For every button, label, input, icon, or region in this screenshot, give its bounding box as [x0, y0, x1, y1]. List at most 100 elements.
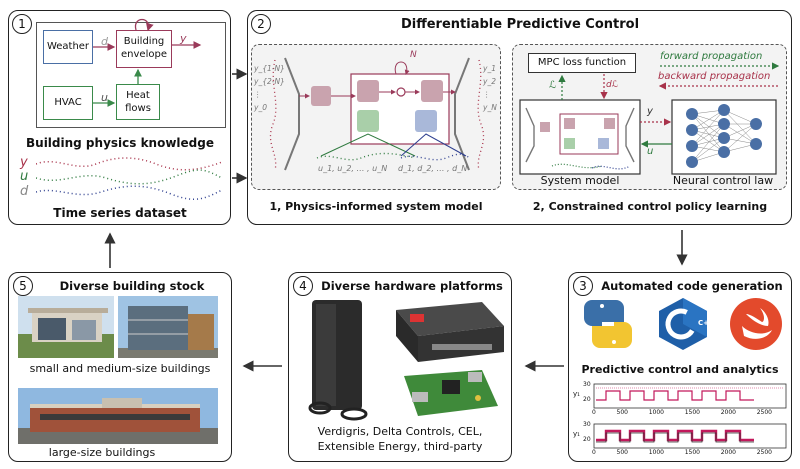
output-wave — [477, 59, 485, 171]
plot2-xticks: 0 500 1000 1500 2000 2500 — [592, 449, 772, 456]
dataset-title: Time series dataset — [53, 206, 187, 220]
swift-logo-icon — [730, 298, 782, 350]
legend-u: u — [20, 169, 29, 184]
envelope-self-loop — [134, 18, 154, 32]
system-model-caption: System model — [540, 174, 620, 187]
u-sequence-label: u_1, u_2, … , u_N — [318, 164, 388, 173]
plot-1 — [593, 383, 787, 409]
weather-box: Weather — [43, 30, 93, 64]
cpp-label: C++ — [698, 319, 715, 327]
subtitle-system-model: 1, Physics-informed system model — [269, 200, 483, 213]
panel3-number-badge: 3 — [573, 276, 593, 296]
physics-title: Building physics knowledge — [26, 136, 214, 150]
wave-u — [36, 169, 222, 185]
plot1-xtick: 2000 — [720, 409, 736, 416]
panel1-number-badge: 1 — [12, 14, 32, 34]
mini-fy — [540, 122, 550, 132]
neural-law-caption: Neural control law — [672, 174, 774, 187]
hardware-title: Diverse hardware platforms — [321, 279, 503, 293]
mini-fu — [564, 138, 575, 149]
arrow-5-to-1 — [104, 232, 116, 268]
neural-network-icon — [686, 104, 762, 168]
hardware-caption-2: Extensible Energy, third-party — [317, 440, 483, 453]
wave-y — [36, 157, 222, 171]
controller-device-image — [396, 302, 504, 362]
building-photos — [18, 296, 218, 444]
hardware-images — [308, 300, 504, 421]
system-model-area — [251, 44, 501, 190]
fu-block — [357, 110, 379, 132]
y-symbol: y — [647, 106, 653, 117]
fout-block — [421, 80, 443, 102]
input-wave — [269, 59, 277, 171]
plot2-xtick: 1000 — [648, 449, 664, 456]
fd-block — [415, 110, 437, 132]
plot1-xtick: 1000 — [648, 409, 664, 416]
panel2-number-badge: 2 — [251, 14, 271, 34]
plot1-xtick: 2500 — [756, 409, 772, 416]
loop-feedback — [394, 61, 410, 75]
plot2-xtick: 0 — [592, 449, 596, 456]
small-building-photo — [18, 296, 114, 358]
sum-node — [396, 87, 406, 97]
large-building-photo — [18, 388, 218, 444]
codegen-title: Automated code generation — [601, 279, 783, 293]
plot2-ytick-top: 30 — [583, 421, 591, 428]
heat-flows-box: Heat flows — [116, 84, 160, 120]
mini-encoder — [525, 107, 535, 163]
plot1-xtick: 0 — [592, 409, 596, 416]
panel4-number-badge: 4 — [293, 276, 313, 296]
arrows-1-to-2 — [232, 68, 248, 184]
building-envelope-label-2: envelope — [121, 49, 167, 60]
mini-d-wave — [591, 165, 631, 170]
output-labels: y_1 y_2 ⋮ y_N — [483, 62, 497, 114]
raspberry-pi-image — [404, 370, 498, 416]
plot1-ylabel: y₁ — [573, 390, 580, 398]
d-sequence-wave — [400, 153, 472, 161]
mini-fd — [598, 138, 609, 149]
backward-label: backward propagation — [658, 71, 771, 82]
analytics-title: Predictive control and analytics — [581, 363, 779, 376]
legend-d: d — [20, 184, 29, 199]
mini-decoder — [625, 107, 635, 163]
fx-block — [357, 80, 379, 102]
hvac-box: HVAC — [43, 86, 93, 120]
plot1-ytick-bottom: 20 — [583, 396, 591, 403]
building-envelope-box: Building envelope — [116, 30, 172, 68]
encoder-shape — [284, 57, 300, 171]
input-label-0: y_{1-N} — [254, 64, 285, 73]
d-fan — [400, 133, 467, 157]
mpc-loss-box: MPC loss function — [528, 53, 636, 73]
forward-label: forward propagation — [660, 51, 763, 62]
plot1-xtick: 500 — [616, 409, 628, 416]
python-logo-icon — [584, 300, 632, 348]
plot2-ytick-bottom: 20 — [583, 436, 591, 443]
panel5-number-badge: 5 — [13, 276, 33, 296]
hardware-caption-1: Verdigris, Delta Controls, CEL, — [317, 425, 483, 438]
plot1-xticks: 0 500 1000 1500 2000 2500 — [592, 409, 772, 416]
legend-y: y — [20, 155, 28, 170]
gateway-device-image — [308, 300, 368, 421]
arrow-3-to-4 — [524, 360, 564, 372]
plot2-xtick: 2500 — [756, 449, 772, 456]
heat-flows-label-1: Heat — [126, 90, 150, 101]
plot-2 — [593, 423, 787, 449]
policy-diagram — [519, 62, 780, 175]
output-label-1: y_2 — [483, 77, 496, 86]
symbol-d: d — [101, 35, 108, 48]
decoder-shape — [454, 57, 470, 171]
building-stock-title: Diverse building stock — [59, 279, 205, 293]
output-label-3: y_N — [483, 103, 497, 112]
mini-fx — [564, 118, 575, 129]
horizon-N: N — [410, 50, 417, 60]
mini-u-wave — [551, 163, 603, 169]
dpc-title: Differentiable Predictive Control — [400, 17, 640, 32]
u-symbol: u — [647, 146, 654, 157]
loss-symbol: ℒ — [549, 80, 557, 91]
symbol-u: u — [101, 91, 108, 104]
plot2-xtick: 500 — [616, 449, 628, 456]
arrow-2-to-3 — [676, 230, 688, 266]
output-label-2: ⋮ — [483, 90, 491, 99]
physics-arrows — [93, 18, 202, 107]
mini-fout — [604, 118, 615, 129]
